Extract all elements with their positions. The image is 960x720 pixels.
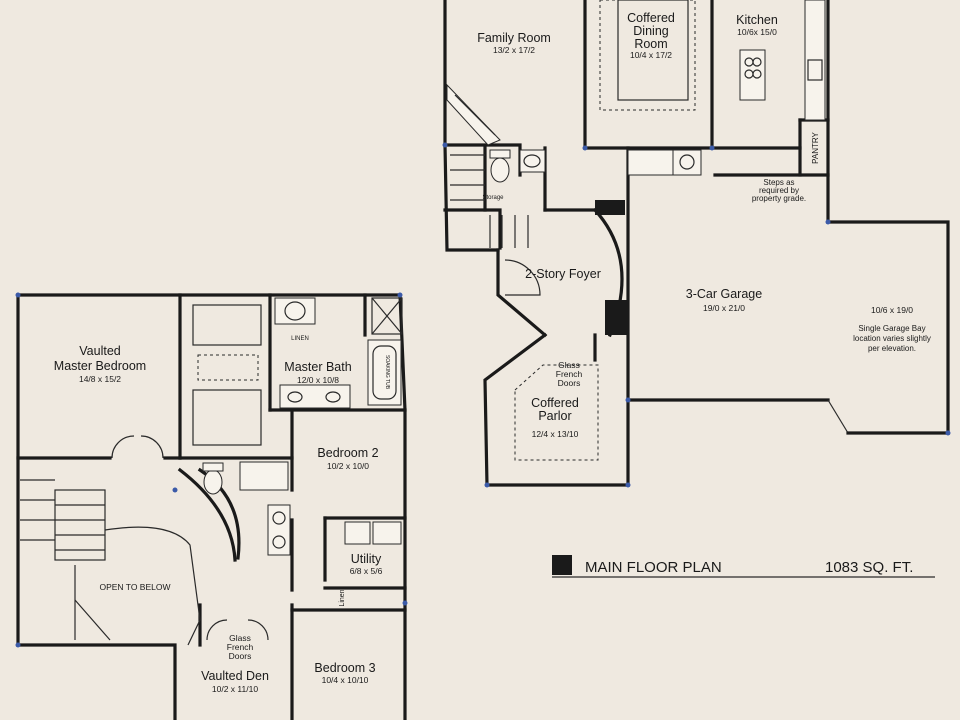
den-name: Vaulted Den [201,669,269,683]
soaking-tub-label: SOAKING TUB [384,355,390,390]
den-doors-1: Glass [229,633,251,643]
master-bedroom-name-1: Vaulted [79,344,121,358]
family-room-name: Family Room [477,31,551,45]
steps-note-1: Steps as [763,178,794,187]
plan-title-block: MAIN FLOOR PLAN 1083 SQ. FT. [552,555,935,578]
kitchen-name: Kitchen [736,13,778,27]
foyer-name: 2-Story Foyer [525,267,601,281]
bedroom3-name: Bedroom 3 [314,661,375,675]
utility-dims: 6/8 x 5/6 [350,566,383,576]
master-bath-dims: 12/0 x 10/8 [297,375,339,385]
parlor-doors-3: Doors [558,378,581,388]
master-closets [192,304,262,446]
dining-name-3: Room [634,37,667,51]
hall-bath-fixtures [202,461,291,556]
pantry-label: PANTRY [811,131,820,163]
garage-name: 3-Car Garage [686,287,762,301]
main-stair [450,154,529,248]
upper-stair [20,479,106,640]
parlor-dims: 12/4 x 13/10 [532,429,579,439]
parlor-name-2: Parlor [538,409,571,423]
steps-note-2: required by [759,186,799,195]
kitchen-fixtures [627,0,826,176]
utility-fixtures [344,521,402,545]
parlor-name-1: Coffered [531,396,579,410]
master-bedroom-name-2: Master Bedroom [54,359,146,373]
garage-dims: 19/0 x 21/0 [703,303,745,313]
fireplace [446,83,501,146]
garage-bay-note-2: location varies slightly [853,334,931,343]
linen-side-label: Linen [339,589,346,606]
kitchen-dims: 10/6x 15/0 [737,27,777,37]
parlor-doors-2: French [556,369,583,379]
family-room-dims: 13/2 x 17/2 [493,45,535,55]
utility-name: Utility [351,552,382,566]
upper-markers [15,292,408,648]
bedroom2-name: Bedroom 2 [317,446,378,460]
linen-top-label: LINEN [291,336,309,342]
master-bath-name: Master Bath [284,360,351,374]
plan-area: 1083 SQ. FT. [825,559,913,576]
dining-name-2: Dining [633,24,668,38]
storage-label: Storage [482,195,504,201]
bedroom2-dims: 10/2 x 10/0 [327,461,369,471]
parlor-doors-1: Glass [558,360,580,370]
upper-floor-walls [16,293,407,720]
den-doors-3: Doors [229,651,252,661]
garage-bay-note-1: Single Garage Bay [858,324,925,333]
garage-bay-note-3: per elevation. [868,344,916,353]
bedroom3-dims: 10/4 x 10/10 [322,675,369,685]
garage-bay-dims: 10/6 x 19/0 [871,305,913,315]
den-dims: 10/2 x 11/10 [212,684,258,694]
plan-title: MAIN FLOOR PLAN [585,559,722,576]
dining-name-1: Coffered [627,11,675,25]
master-bedroom-dims: 14/8 x 15/2 [79,374,121,384]
steps-note-3: property grade. [752,194,806,203]
foyer-door [504,259,541,296]
open-below-label: OPEN TO BELOW [99,582,170,592]
main-floor-walls [443,0,950,487]
corner-markers [442,142,951,488]
den-doors-2: French [227,642,254,652]
master-doors [111,435,269,641]
open-below-outline [74,526,201,646]
dining-dims: 10/4 x 17/2 [630,50,672,60]
master-bath-fixtures [274,297,403,409]
powder-room [489,149,546,183]
dining-coffer [599,0,696,111]
title-marker [552,555,572,575]
